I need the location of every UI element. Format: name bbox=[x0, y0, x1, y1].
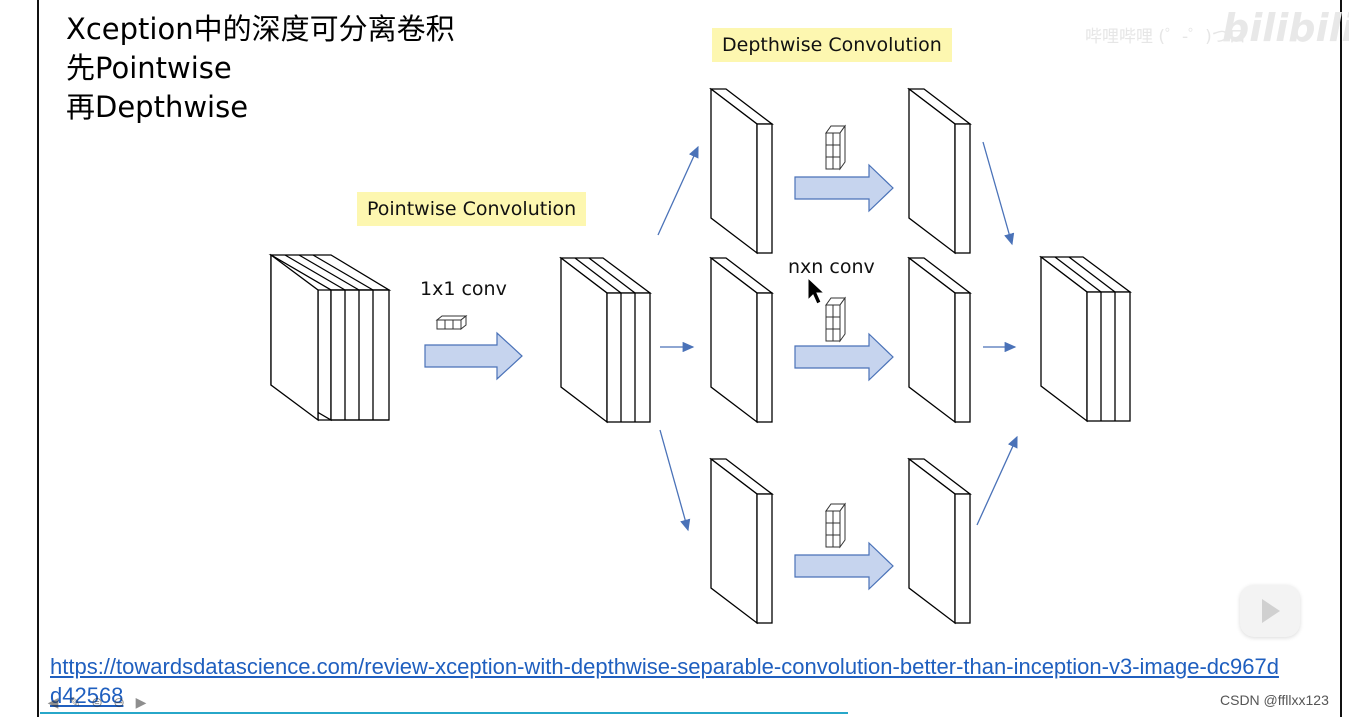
csdn-watermark: CSDN @ffllxx123 bbox=[1220, 692, 1329, 708]
pointwise-convolution-label: Pointwise Convolution bbox=[357, 192, 587, 226]
next-icon[interactable]: ▶ bbox=[135, 695, 147, 711]
kernel-bottom bbox=[825, 502, 846, 549]
pen-icon[interactable]: ✎ bbox=[69, 695, 81, 711]
title-line-2: 先Pointwise bbox=[66, 51, 232, 85]
play-button[interactable] bbox=[1240, 585, 1300, 637]
title-line-3: 再Depthwise bbox=[66, 90, 249, 124]
conv-1x1-label: 1x1 conv bbox=[420, 278, 507, 300]
zoom-icon[interactable]: ⊖ bbox=[113, 695, 125, 711]
progress-bar bbox=[40, 712, 848, 714]
menu-icon[interactable]: ⊜ bbox=[91, 695, 103, 711]
depthwise-arrows bbox=[794, 163, 894, 591]
title-line-1: Xception中的深度可分离卷积 bbox=[66, 12, 455, 46]
play-icon bbox=[1262, 599, 1280, 623]
conv-nxn-label: nxn conv bbox=[788, 256, 875, 278]
slide-left-border bbox=[37, 0, 39, 717]
mouse-cursor-icon bbox=[807, 276, 826, 305]
depthwise-output-slices bbox=[907, 87, 972, 625]
pointwise-arrow bbox=[424, 331, 523, 381]
input-tensor bbox=[268, 253, 392, 422]
slide-right-border bbox=[1340, 0, 1342, 717]
depthwise-input-slices bbox=[709, 87, 774, 625]
output-tensor bbox=[1039, 255, 1132, 423]
branch-arrows bbox=[657, 141, 1018, 532]
slide-title: Xception中的深度可分离卷积 先Pointwise 再Depthwise bbox=[66, 10, 455, 127]
depthwise-convolution-label: Depthwise Convolution bbox=[712, 28, 952, 62]
pointwise-kernel-icon bbox=[435, 314, 468, 331]
kernel-middle bbox=[825, 296, 846, 343]
bilibili-logo: bilibili bbox=[1222, 6, 1349, 50]
player-watermark: 哔哩哔哩 (゜-゜)つロ bbox=[1085, 27, 1246, 47]
source-link[interactable]: https://towardsdatascience.com/review-xc… bbox=[50, 654, 1279, 708]
kernel-top bbox=[825, 124, 846, 171]
depthwise-kernel-icons bbox=[825, 124, 846, 549]
prev-icon[interactable]: ◀ bbox=[47, 695, 59, 711]
pointwise-output-tensor bbox=[559, 256, 652, 424]
slide-nav-controls: ◀ ✎ ⊜ ⊖ ▶ bbox=[44, 692, 150, 714]
